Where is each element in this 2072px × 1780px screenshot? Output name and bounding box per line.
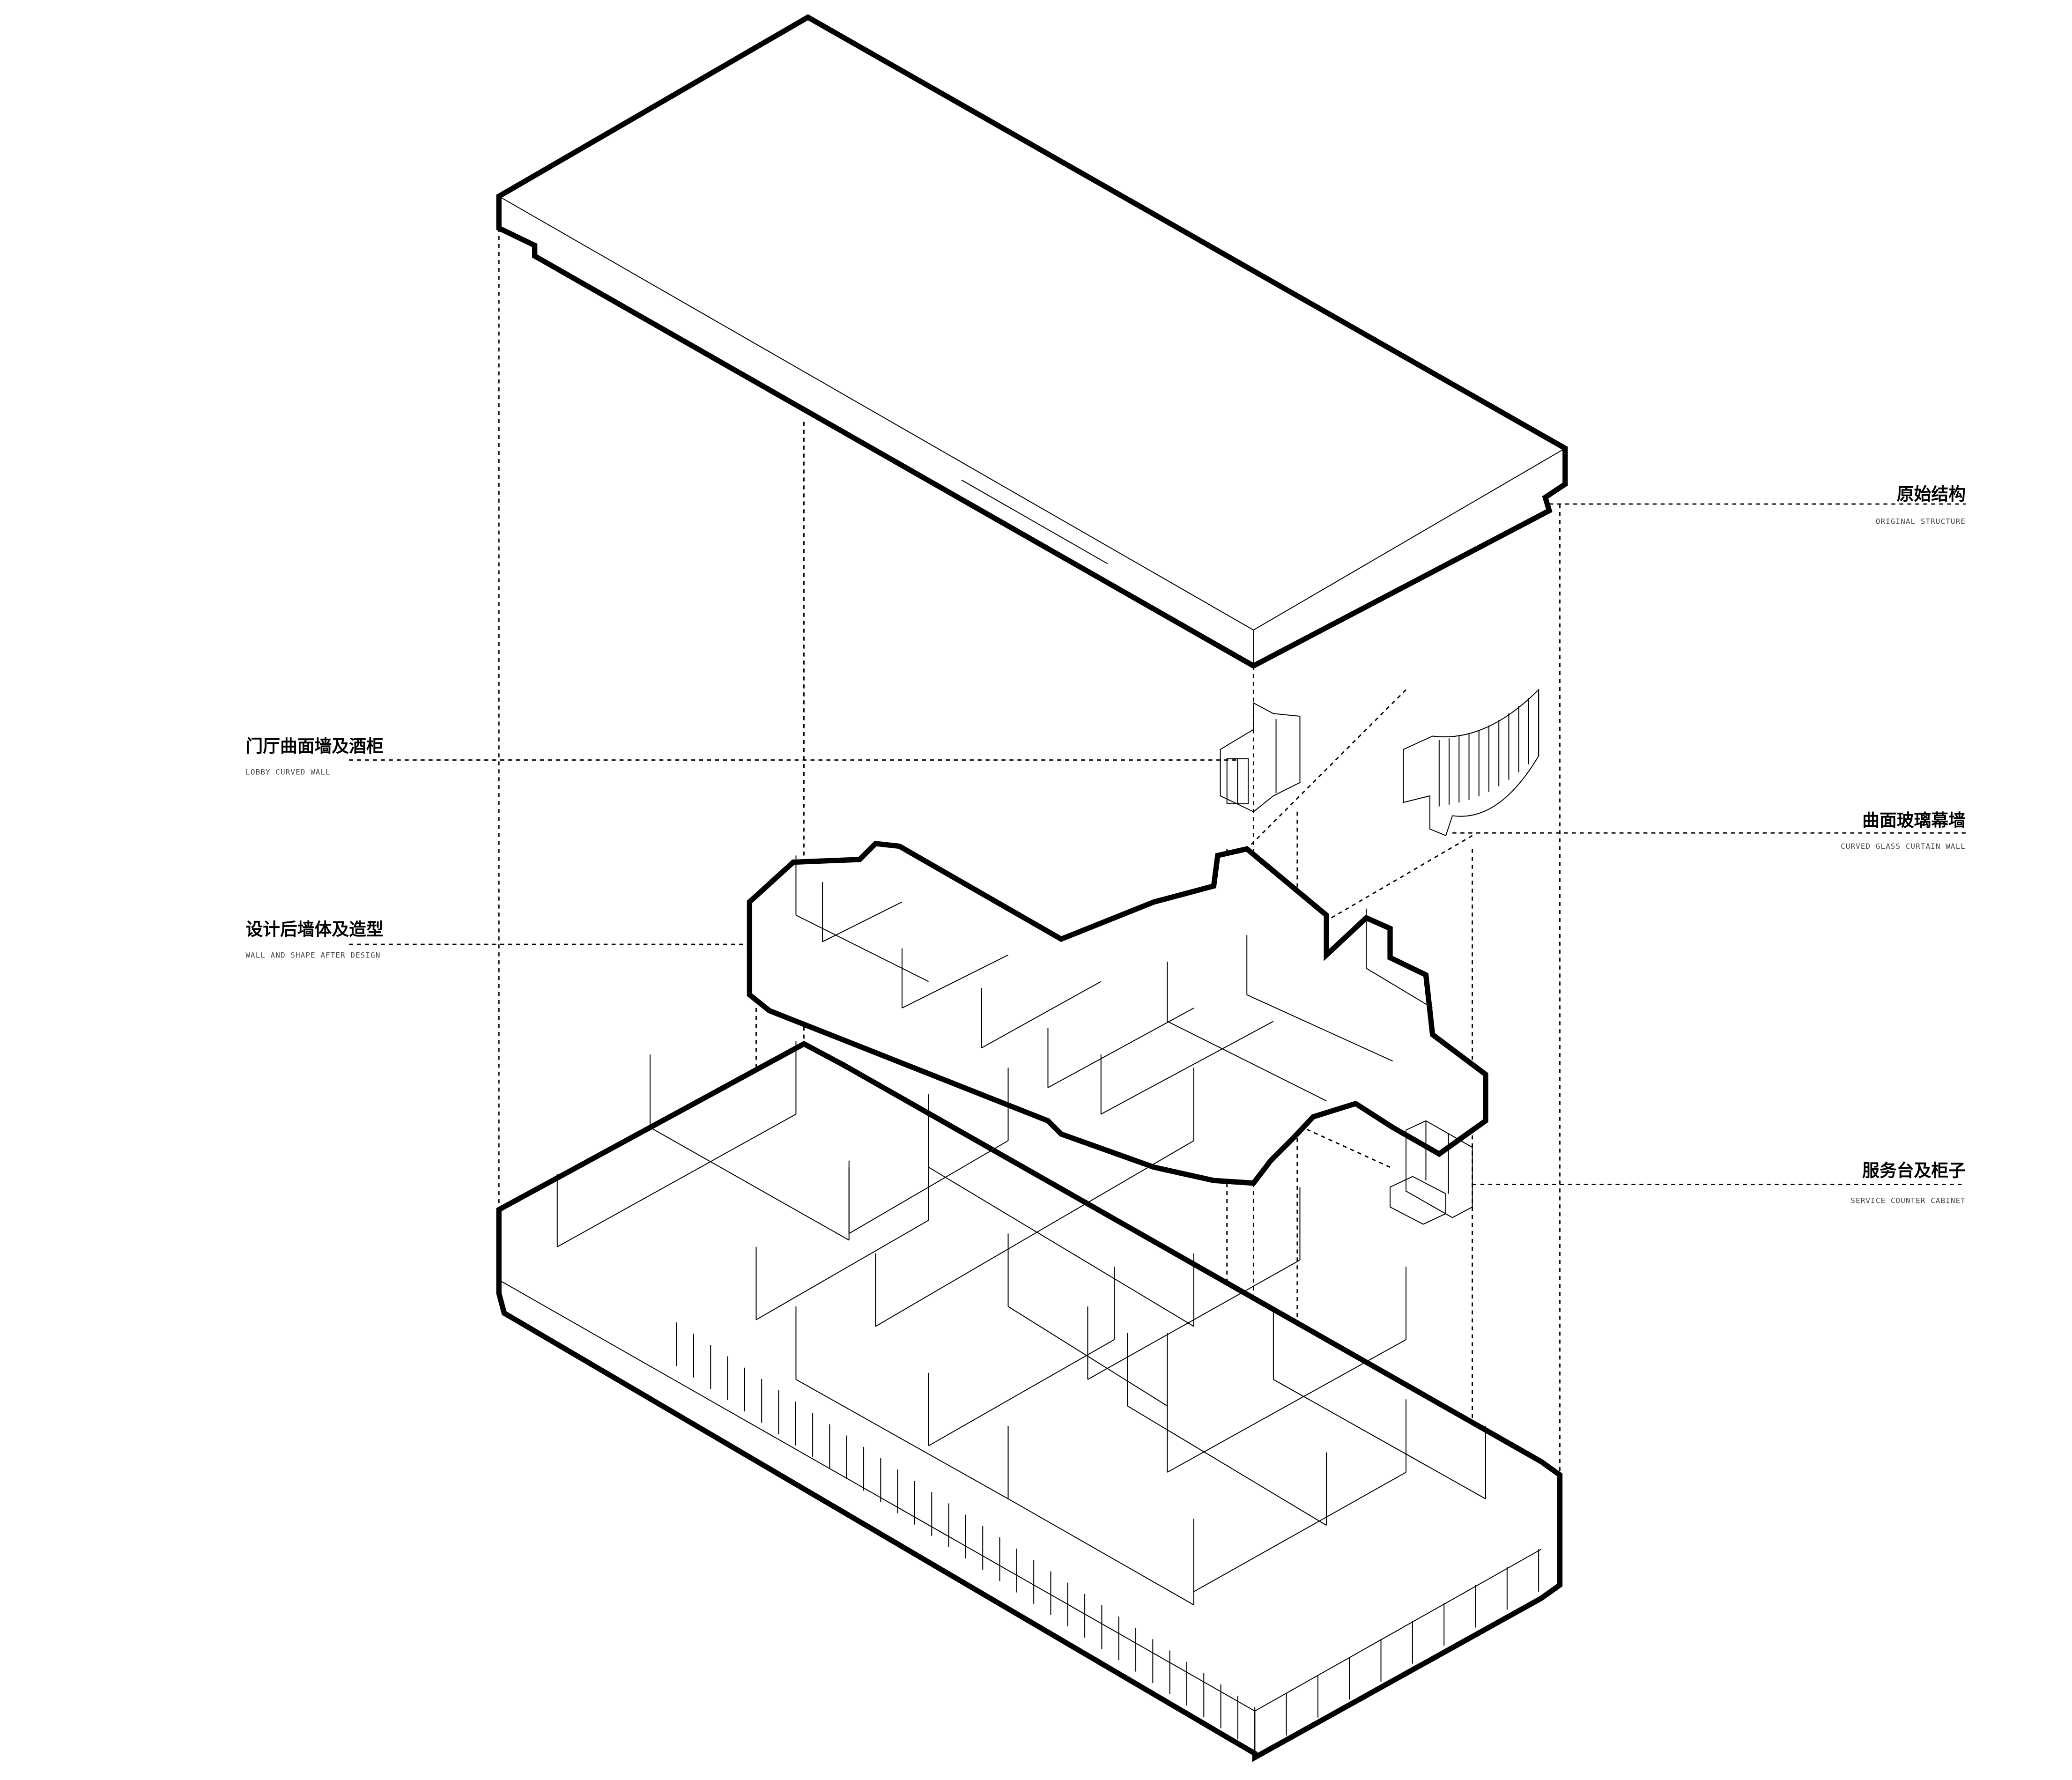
- label-lobby-curved-wall: 门厅曲面墙及酒柜 LOBBY CURVED WALL: [245, 736, 383, 777]
- original-structure-slab: [496, 14, 1568, 669]
- partition-wall: [981, 981, 1102, 1048]
- partition-wall: [1087, 1260, 1300, 1380]
- partition-wall: [1167, 1021, 1327, 1102]
- label-cn: 原始结构: [1897, 484, 1966, 504]
- service-counter-piece: [1390, 1120, 1473, 1225]
- label-service-counter: 服务台及柜子 SERVICE COUNTER CABINET: [1850, 1161, 1965, 1205]
- partition-wall: [1048, 1008, 1194, 1088]
- curved-glass-curtain-wall-piece: [1403, 689, 1539, 837]
- partition-wall: [795, 1379, 1009, 1499]
- label-cn: 设计后墙体及造型: [245, 919, 383, 939]
- partition-wall: [1167, 1339, 1406, 1473]
- label-cn: 服务台及柜子: [1862, 1161, 1966, 1181]
- partition-wall: [1008, 1498, 1194, 1606]
- partition-wall: [1273, 1379, 1486, 1499]
- partition-wall: [849, 1140, 1009, 1234]
- partition-wall: [928, 1339, 1115, 1446]
- floor-plan-layer: [496, 1041, 1563, 1762]
- label-en: CURVED GLASS CURTAIN WALL: [1841, 842, 1966, 851]
- label-wall-and-shape: 设计后墙体及造型 WALL AND SHAPE AFTER DESIGN: [245, 919, 383, 959]
- label-original-structure: 原始结构 ORIGINAL STRUCTURE: [1876, 484, 1966, 526]
- label-cn: 门厅曲面墙及酒柜: [245, 736, 383, 756]
- label-en: ORIGINAL STRUCTURE: [1876, 517, 1966, 526]
- partition-wall: [822, 901, 903, 942]
- label-cn: 曲面玻璃幕墙: [1862, 810, 1966, 831]
- leader-lines: [349, 503, 1966, 1186]
- partition-wall: [928, 1166, 1194, 1327]
- partition-wall: [796, 914, 929, 982]
- label-en: LOBBY CURVED WALL: [245, 768, 330, 777]
- partition-wall: [1366, 968, 1433, 1009]
- lobby-curved-wall-piece: [1220, 702, 1301, 813]
- partition-wall: [557, 1113, 796, 1247]
- partition-wall: [902, 954, 1008, 1009]
- label-curved-glass-curtain-wall: 曲面玻璃幕墙 CURVED GLASS CURTAIN WALL: [1841, 810, 1966, 851]
- label-en: SERVICE COUNTER CABINET: [1850, 1196, 1965, 1205]
- wall-and-shape-layer: [747, 840, 1488, 1186]
- partition-wall: [1246, 994, 1393, 1062]
- partition-wall: [650, 1127, 850, 1241]
- partition-wall: [1193, 1472, 1406, 1592]
- partition-wall: [1127, 1405, 1327, 1526]
- partition-wall: [756, 1220, 929, 1320]
- partition-wall: [1101, 1021, 1274, 1115]
- label-en: WALL AND SHAPE AFTER DESIGN: [245, 950, 380, 959]
- partition-wall: [875, 1140, 1194, 1327]
